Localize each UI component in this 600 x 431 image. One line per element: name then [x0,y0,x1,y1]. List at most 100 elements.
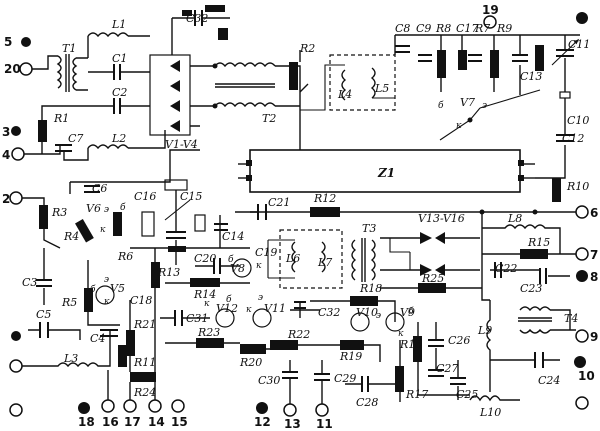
terminal-5[interactable] [19,62,33,76]
svg-text:R16: R16 [399,338,422,351]
terminal-9[interactable] [575,329,589,343]
svg-text:э: э [482,101,487,111]
svg-text:V5: V5 [110,282,125,295]
svg-text:R22: R22 [287,328,310,341]
resistor-r12 [310,207,340,217]
svg-text:11: 11 [316,417,333,431]
resistor-r3 [39,205,48,229]
svg-text:C10: C10 [567,114,589,127]
svg-text:2: 2 [2,192,10,206]
svg-text:V6: V6 [86,202,101,215]
svg-text:к: к [204,299,210,309]
svg-text:C7: C7 [68,132,83,145]
transistor-v5 [95,285,115,305]
transistor-v8 [232,258,252,278]
svg-text:V12: V12 [216,302,238,315]
svg-text:к: к [398,329,404,339]
resistor-r23 [196,338,224,348]
filter-z1-label: Z1 [377,166,395,180]
svg-text:C25: C25 [456,388,478,401]
resistor-r2 [289,62,298,90]
svg-text:C13: C13 [520,70,542,83]
svg-text:12: 12 [254,415,271,429]
svg-text:R10: R10 [566,180,589,193]
svg-text:C29: C29 [334,372,356,385]
svg-text:э: э [376,311,381,321]
terminal-17[interactable] [123,399,137,413]
terminal-16[interactable] [101,399,115,413]
transistor-v12 [215,308,235,328]
resistor-r10 [552,178,561,202]
terminal-21[interactable] [9,359,23,373]
terminal-bottom-left[interactable] [9,403,23,417]
svg-text:L9: L9 [477,324,492,337]
svg-text:17: 17 [124,415,141,429]
terminal-10[interactable] [575,396,589,410]
terminal-3[interactable] [11,147,25,161]
svg-text:C2: C2 [112,86,127,99]
svg-text:L3: L3 [63,352,78,365]
svg-text:C19: C19 [255,246,277,259]
svg-text:15: 15 [171,415,188,429]
transistor-v9 [385,312,405,332]
svg-text:R13: R13 [157,266,180,279]
svg-text:V7: V7 [460,96,475,109]
component-labels: L1 T1 C1 C2 L2 R1 C7 C32 V1-V4 T2 R2 L4 … [22,12,590,419]
svg-text:к: к [256,261,262,271]
terminal-4-dot [21,37,31,47]
svg-text:R18: R18 [359,282,382,295]
resistor-r21 [126,330,135,356]
svg-text:L2: L2 [111,132,126,145]
svg-text:L4: L4 [337,88,352,101]
svg-text:6: 6 [590,206,598,220]
svg-text:C28: C28 [356,396,378,409]
terminal-6[interactable] [575,205,589,219]
svg-text:L8: L8 [507,212,522,225]
svg-text:10: 10 [578,369,595,383]
resistor-r14 [190,278,220,287]
terminal-15[interactable] [171,399,185,413]
terminal-14[interactable] [148,399,162,413]
svg-text:R8: R8 [435,22,451,35]
svg-text:б: б [228,254,234,265]
terminal-1[interactable] [9,191,23,205]
svg-text:L6: L6 [285,252,300,265]
svg-text:C30: C30 [258,374,280,387]
terminal-7[interactable] [575,247,589,261]
svg-text:к: к [456,121,462,131]
svg-text:V9: V9 [400,306,415,319]
svg-text:C12: C12 [562,132,584,145]
svg-text:5: 5 [4,35,12,49]
resistor-r13 [151,262,160,288]
svg-text:R6: R6 [117,250,133,263]
svg-text:L1: L1 [111,18,126,31]
svg-text:C6: C6 [92,182,107,195]
svg-text:R17: R17 [405,388,428,401]
transistor-v11 [252,308,272,328]
svg-text:C22: C22 [495,262,517,275]
svg-text:C4: C4 [90,332,105,345]
svg-text:13: 13 [284,417,301,431]
svg-text:C20: C20 [194,252,216,265]
terminal-13[interactable] [283,403,297,417]
svg-text:C8: C8 [395,22,410,35]
svg-text:C32: C32 [186,12,208,25]
svg-text:R21: R21 [133,318,156,331]
resistor-r1 [38,120,47,142]
svg-text:R2: R2 [299,42,315,55]
svg-text:20: 20 [4,62,21,76]
svg-text:э: э [258,293,263,303]
svg-text:б: б [408,306,414,317]
svg-text:8: 8 [590,270,598,284]
svg-text:C9: C9 [416,22,431,35]
terminal-11[interactable] [315,403,329,417]
svg-text:R11: R11 [133,356,156,369]
svg-text:э: э [104,275,109,285]
svg-text:C11: C11 [568,38,590,51]
svg-text:C23: C23 [520,282,542,295]
svg-text:L5: L5 [374,82,389,95]
resistor-r24 [130,372,156,382]
svg-text:R23: R23 [197,326,220,339]
svg-text:C27: C27 [436,362,458,375]
svg-text:R4: R4 [63,230,79,243]
